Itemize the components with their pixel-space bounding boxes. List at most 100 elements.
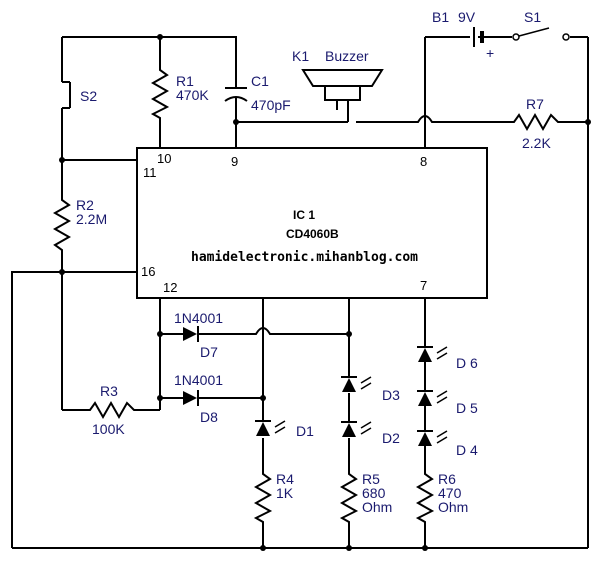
led-arrow: [360, 376, 372, 384]
r1-name: R1: [176, 73, 194, 89]
battery-b1: B1 9V +: [432, 9, 494, 61]
led-triangle: [418, 432, 432, 446]
diode-d7: 1N4001 D7: [174, 310, 223, 360]
resistor-zigzag: [415, 470, 435, 525]
resistor-r6: R6 470 Ohm: [415, 470, 468, 525]
junction-dot: [233, 119, 239, 125]
led-arrow: [436, 430, 448, 438]
junction-dot: [346, 545, 352, 551]
junction-dot: [260, 395, 266, 401]
d5-name: D 5: [456, 400, 478, 416]
led-d1: D1: [255, 420, 314, 439]
d8-name: D8: [200, 409, 218, 425]
ic-cd4060b: 10 9 8 11 16 12 7 IC 1 CD4060B hamidelec…: [136, 147, 488, 299]
r2-value: 2.2M: [76, 211, 107, 227]
ic-pin-9: 9: [231, 154, 238, 169]
buzzer-cone: [301, 69, 384, 87]
resistor-r1: R1 470K: [150, 66, 209, 122]
resistor-r5: R5 680 Ohm: [339, 470, 392, 525]
led-arrow: [360, 421, 372, 429]
r6-unit: Ohm: [438, 499, 468, 515]
wire-left-rail: [11, 271, 137, 548]
r4-name: R4: [276, 471, 294, 487]
led-arrow: [360, 382, 372, 390]
c1-value: 470pF: [251, 97, 291, 113]
b1-polarity: +: [486, 45, 494, 61]
r2-name: R2: [76, 197, 94, 213]
c1-name: C1: [251, 73, 269, 89]
r6-name: R6: [438, 471, 456, 487]
d3-name: D3: [382, 387, 400, 403]
led-d6: D 6: [417, 346, 478, 371]
switch-s1: S1: [512, 9, 570, 41]
junction-dot: [346, 331, 352, 337]
led-arrow: [436, 352, 448, 360]
d2-name: D2: [382, 430, 400, 446]
d1-name: D1: [296, 423, 314, 439]
r5-name: R5: [362, 471, 380, 487]
b1-name: B1: [432, 9, 449, 25]
k1-name: K1: [292, 48, 309, 64]
junction-dot: [585, 119, 591, 125]
switch-s2: S2: [61, 78, 97, 112]
led-arrow: [360, 427, 372, 435]
junction-dot: [59, 157, 65, 163]
r7-value: 2.2K: [522, 135, 551, 151]
resistor-r7: R7 2.2K: [510, 96, 562, 151]
ic-url: hamidelectronic.mihanblog.com: [191, 250, 418, 265]
r5-value: 680: [362, 485, 386, 501]
ic-pin-12: 12: [163, 280, 177, 295]
s1-name: S1: [524, 9, 541, 25]
led-d4: D 4: [417, 430, 478, 458]
r4-value: 1K: [276, 485, 294, 501]
resistor-r3: R3 100K: [86, 383, 138, 437]
junction-dot: [59, 269, 65, 275]
led-triangle: [418, 348, 432, 362]
ic-part-number: CD4060B: [286, 227, 339, 241]
led-arrow: [436, 436, 448, 444]
resistor-zigzag: [86, 400, 138, 420]
switch-contact: [562, 33, 570, 41]
r1-value: 470K: [176, 87, 209, 103]
d7-part: 1N4001: [174, 310, 223, 326]
led-triangle: [256, 422, 270, 436]
wire-d7-right: [203, 327, 349, 335]
b1-value: 9V: [458, 9, 476, 25]
r6-value: 470: [438, 485, 462, 501]
capacitor-c1: C1 470pF: [224, 73, 291, 113]
led-d3: D3: [341, 376, 400, 403]
buzzer-body: [324, 85, 361, 101]
buzzer-k1: K1 Buzzer: [292, 48, 384, 101]
wire-top-left: [62, 36, 237, 88]
ic-pin-7: 7: [420, 278, 427, 293]
r3-name: R3: [100, 383, 118, 399]
led-d5: D 5: [417, 390, 478, 416]
d7-name: D7: [200, 344, 218, 360]
led-triangle: [342, 423, 356, 437]
junctions: [59, 34, 591, 551]
led-arrow: [436, 346, 448, 354]
led-arrow: [436, 396, 448, 404]
resistor-zigzag: [52, 195, 72, 255]
diode-triangle: [183, 327, 197, 341]
led-d2: D2: [341, 421, 400, 446]
diode-triangle: [183, 391, 197, 405]
ic-pin-8: 8: [420, 154, 427, 169]
resistor-zigzag: [339, 470, 359, 525]
resistor-zigzag: [510, 112, 562, 132]
junction-dot: [157, 331, 163, 337]
junction-dot: [422, 545, 428, 551]
led-arrow: [436, 390, 448, 398]
r3-value: 100K: [92, 421, 125, 437]
ic-body: [136, 147, 488, 299]
resistor-r4: R4 1K: [253, 470, 294, 525]
d8-part: 1N4001: [174, 372, 223, 388]
ic-title: IC 1: [293, 208, 315, 222]
junction-dot: [157, 34, 163, 40]
ic-pin-11: 11: [143, 165, 157, 180]
resistor-r2: R2 2.2M: [52, 195, 107, 255]
resistor-zigzag: [253, 470, 273, 525]
diode-d8: 1N4001 D8: [174, 372, 223, 425]
switch-contact: [512, 33, 520, 41]
